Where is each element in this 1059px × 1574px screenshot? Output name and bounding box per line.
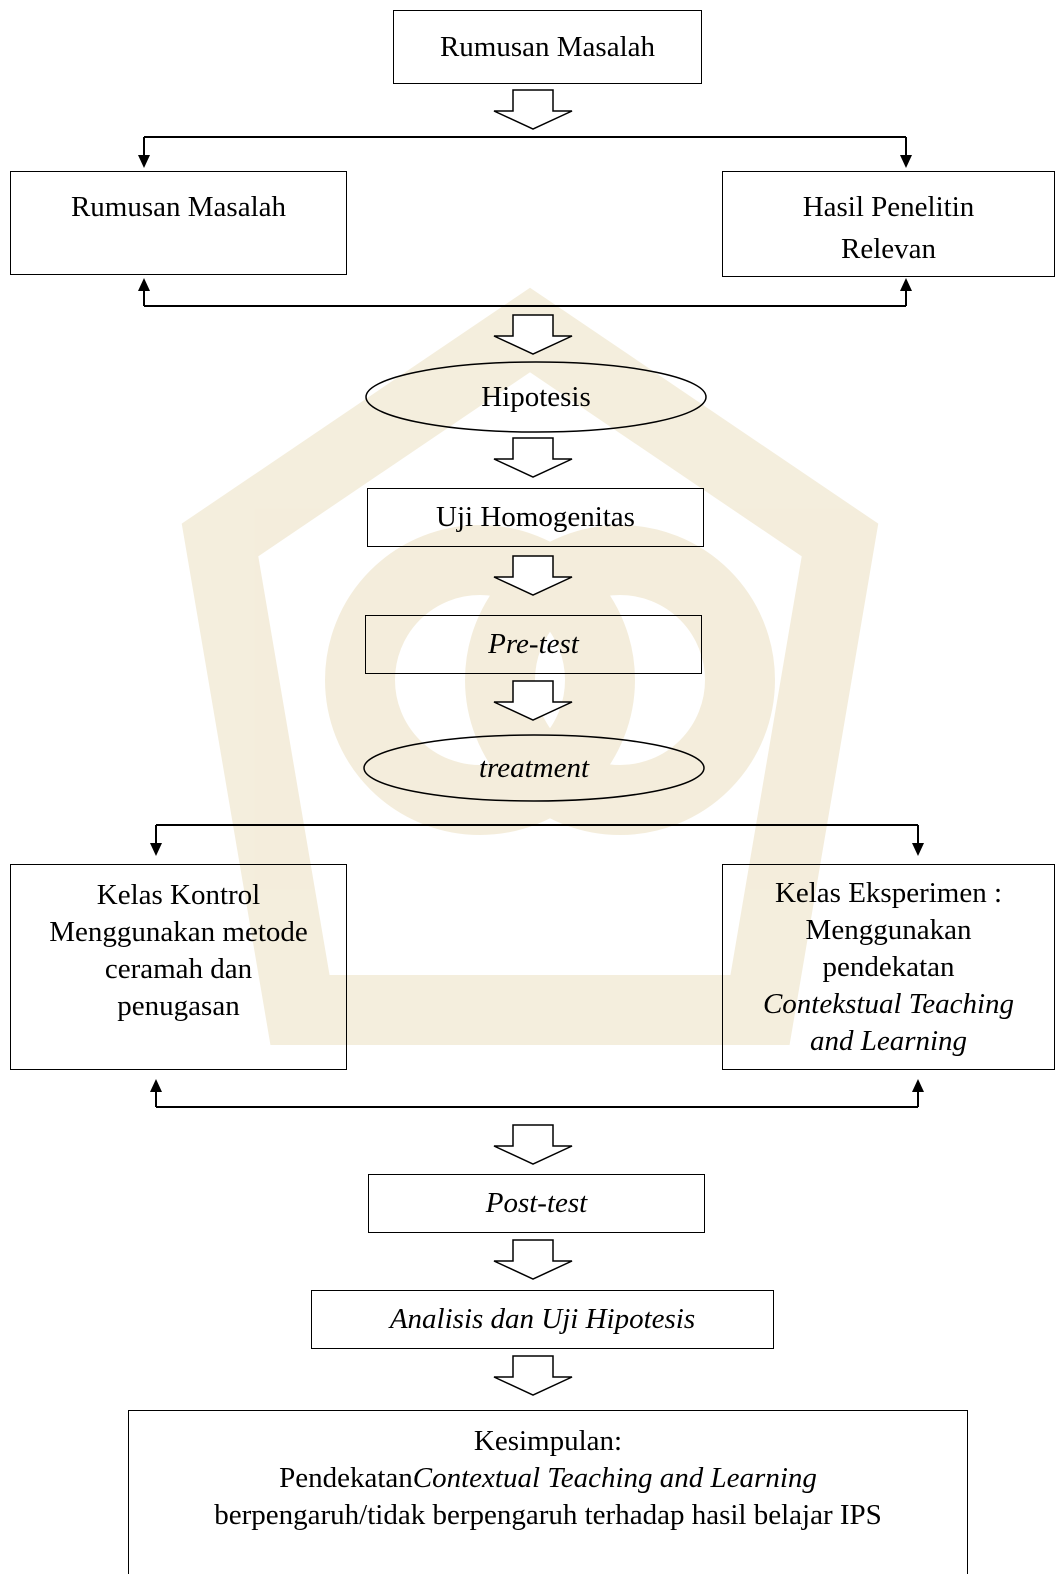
kesimpulan-line3: berpengaruh/tidak berpengaruh terhadap h… (214, 1499, 882, 1531)
posttest-box: Post-test (368, 1174, 705, 1233)
block-arrow-5 (493, 680, 573, 721)
hipotesis-label: Hipotesis (481, 380, 591, 413)
right-source-box: Hasil Penelitin Relevan (722, 171, 1055, 277)
eksperimen-line5: and Learning (809, 1025, 968, 1057)
kontrol-line4: penugasan (117, 990, 240, 1022)
top-problem-box: Rumusan Masalah (393, 10, 702, 84)
block-arrow-4 (493, 555, 573, 596)
kesimpulan-line2-italic: Contextual Teaching and Learning (412, 1462, 817, 1494)
eksperimen-line1: Kelas Eksperimen : (774, 877, 1003, 909)
eksperimen-box: Kelas Eksperimen : Menggunakan pendekata… (722, 864, 1055, 1070)
kesimpulan-line2-prefix: Pendekatan (279, 1462, 413, 1494)
eksperimen-line3: pendekatan (822, 951, 955, 983)
pretest-label: Pre-test (488, 628, 579, 660)
left-source-box: Rumusan Masalah (10, 171, 347, 275)
block-arrow-6 (493, 1124, 573, 1165)
arrowhead-8 (912, 1079, 924, 1092)
hipotesis-ellipse (365, 361, 707, 433)
treatment-node: treatment (364, 735, 704, 801)
arrowhead-3 (138, 278, 150, 291)
block-arrow-7 (493, 1239, 573, 1280)
uji-homogenitas-label: Uji Homogenitas (436, 501, 635, 533)
arrowhead-1 (138, 155, 150, 168)
kontrol-box: Kelas Kontrol Menggunakan metode ceramah… (10, 864, 347, 1070)
top-problem-label: Rumusan Masalah (439, 30, 656, 63)
kesimpulan-line2: PendekatanContextual Teaching and Learni… (129, 1460, 967, 1497)
kesimpulan-line1: Kesimpulan: (473, 1425, 623, 1457)
arrowhead-4 (900, 278, 912, 291)
block-arrow-2 (493, 314, 573, 355)
right-source-line1: Hasil Penelitin (802, 191, 975, 223)
arrowhead-2 (900, 155, 912, 168)
eksperimen-line4: Contekstual Teaching (762, 988, 1015, 1020)
pretest-box: Pre-test (365, 615, 702, 674)
analisis-box: Analisis dan Uji Hipotesis (311, 1290, 774, 1349)
kesimpulan-box: Kesimpulan: PendekatanContextual Teachin… (128, 1410, 968, 1574)
right-source-line2: Relevan (840, 233, 936, 265)
hipotesis-node: Hipotesis (366, 362, 706, 432)
arrowhead-6 (912, 843, 924, 856)
kontrol-line2: Menggunakan metode (49, 916, 308, 948)
treatment-label: treatment (478, 751, 590, 784)
arrowhead-7 (150, 1079, 162, 1092)
block-arrow-3 (493, 437, 573, 478)
posttest-label: Post-test (485, 1187, 588, 1219)
left-source-label: Rumusan Masalah (70, 191, 287, 223)
analisis-label: Analisis dan Uji Hipotesis (389, 1303, 696, 1335)
treatment-ellipse (363, 734, 705, 802)
uji-homogenitas-box: Uji Homogenitas (367, 488, 704, 547)
kontrol-line1: Kelas Kontrol (96, 879, 261, 911)
arrowhead-5 (150, 843, 162, 856)
kontrol-line3: ceramah dan (104, 953, 253, 985)
block-arrow-8 (493, 1355, 573, 1396)
eksperimen-line2: Menggunakan (805, 914, 972, 946)
block-arrow-1 (493, 89, 573, 130)
